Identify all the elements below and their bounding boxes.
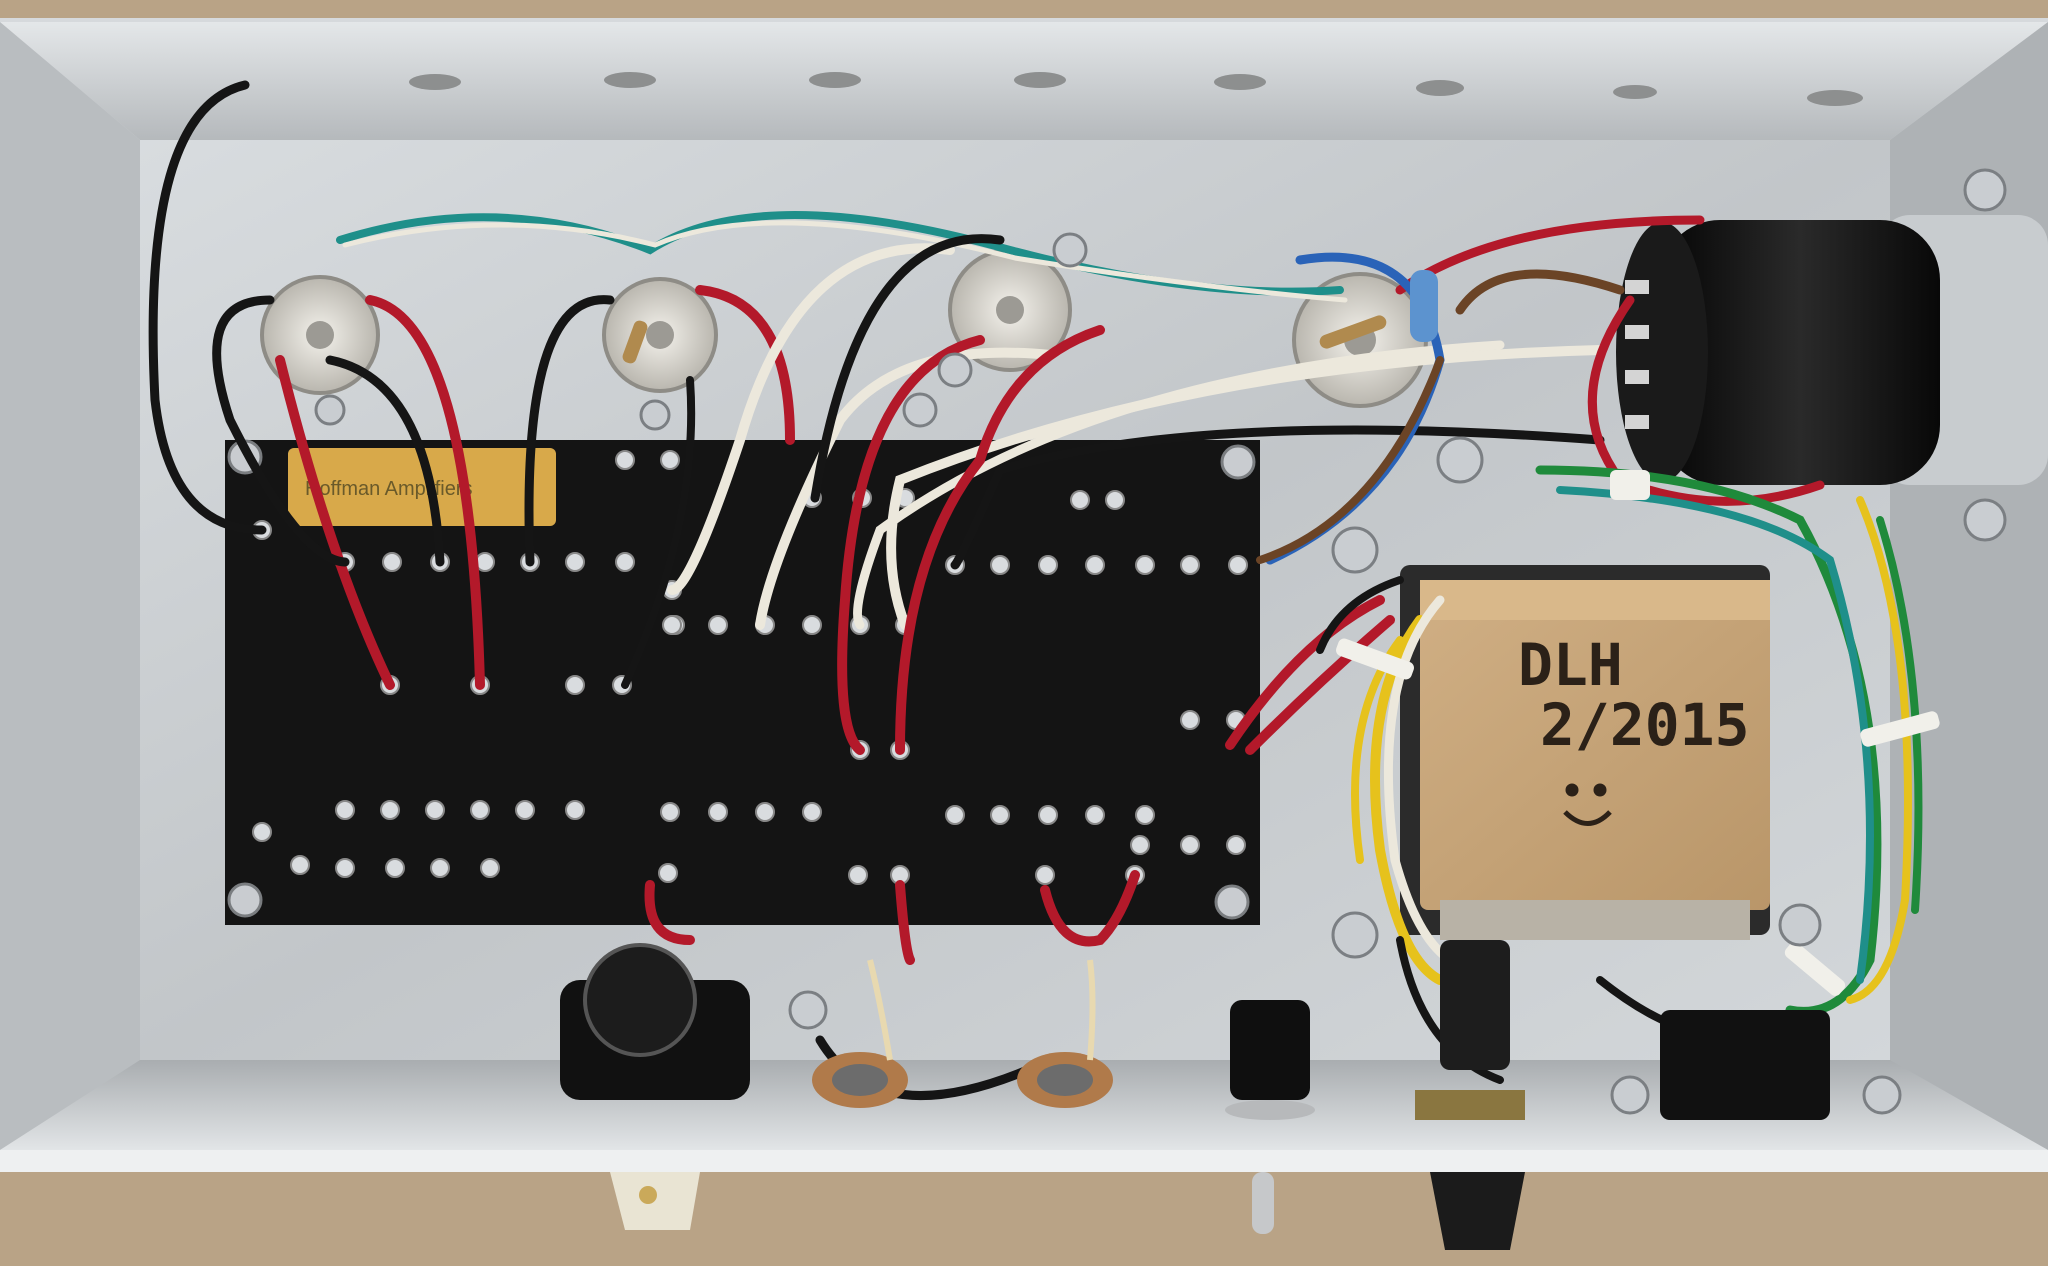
external-controls <box>610 1172 1525 1250</box>
board-label-text: Hoffman Amplifiers <box>305 478 472 500</box>
power-inlet <box>1660 1010 1830 1120</box>
chassis-front-wall <box>0 1060 2048 1150</box>
cable-ties <box>1336 470 1940 996</box>
toggle-switch <box>1415 940 1525 1120</box>
potentiometer <box>1225 1000 1315 1120</box>
transformer-note-line2: 2/2015 <box>1540 691 1750 759</box>
transformer-note-line1: DLH <box>1518 631 1623 699</box>
tube-socket-2 <box>602 277 718 393</box>
resistors <box>622 270 1438 364</box>
power-transformer: DLH 2/2015 <box>1400 565 1770 940</box>
turret-terminals <box>252 450 1248 885</box>
front-panel-components <box>560 940 1830 1120</box>
input-jack-2 <box>1017 959 1113 1108</box>
turret-board: Hoffman Amplifiers <box>225 439 1260 925</box>
board-screws <box>227 439 1256 920</box>
chassis-left-wall <box>0 22 140 1150</box>
board-label-plate <box>288 448 556 526</box>
rotary-selector <box>560 943 750 1100</box>
back-wall-holes <box>409 72 1863 106</box>
filter-capacitor-can <box>1616 215 2048 485</box>
input-jack-1 <box>812 959 908 1108</box>
smiley-drawing <box>1563 783 1612 826</box>
chassis-front-lip <box>0 1150 2048 1172</box>
chassis-hardware <box>314 168 2007 1115</box>
